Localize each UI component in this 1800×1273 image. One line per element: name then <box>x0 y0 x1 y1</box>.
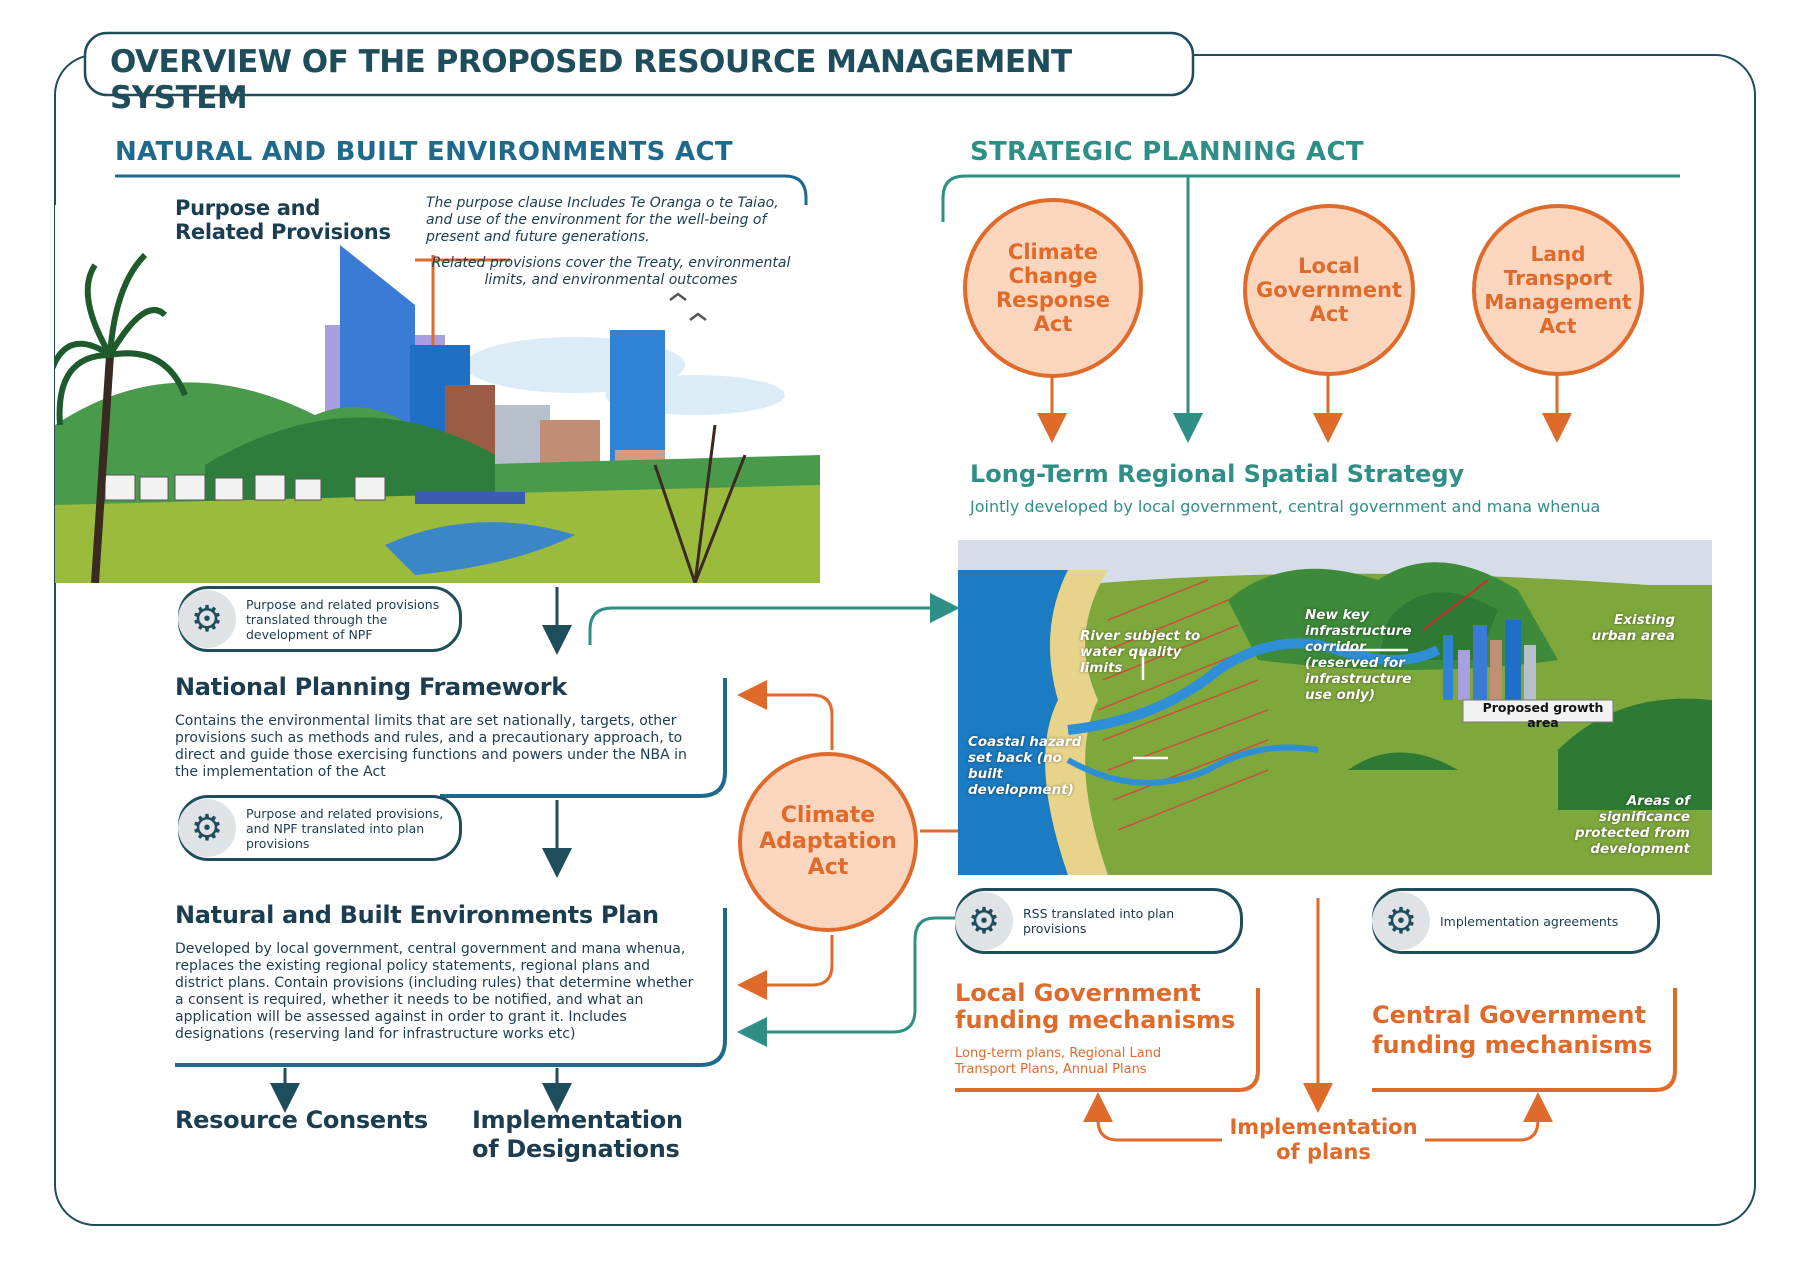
circle-line: Adaptation <box>759 829 897 854</box>
nba-underline <box>115 174 808 222</box>
rss-translated-pill-text: RSS translated into plan provisions <box>1023 906 1175 936</box>
circle-line: Land <box>1530 242 1586 266</box>
climate-change-response-act-circle: Climate Change Response Act <box>963 198 1143 378</box>
implementation-of-plans-line2: of plans <box>1276 1140 1371 1164</box>
city-landscape-illustration <box>55 205 820 583</box>
circle-line: Act <box>807 855 849 880</box>
purpose-text: The purpose clause Includes Te Oranga o … <box>426 195 779 245</box>
npf-text: Contains the environmental limits that a… <box>175 713 687 780</box>
circle-line: Climate <box>1007 240 1099 264</box>
rss-translated-pill: ⚙ RSS translated into plan provisions <box>955 888 1243 954</box>
map-label-coastal: Coastal hazard set back (no built develo… <box>968 734 1082 798</box>
gear-icon: ⚙ <box>178 590 236 648</box>
plan-provisions-pill: ⚙ Purpose and related provisions, and NP… <box>178 795 462 861</box>
circle-line: Local <box>1298 254 1360 278</box>
cg-funding-line1: Central Government <box>1372 1001 1646 1029</box>
gear-icon: ⚙ <box>1372 892 1430 950</box>
cg-funding-title: Central Government funding mechanisms <box>1372 1000 1652 1060</box>
lg-funding-line1: Local Government <box>955 979 1201 1007</box>
climate-adaptation-act-circle: Climate Adaptation Act <box>738 752 918 932</box>
lg-funding-text: Long-term plans, Regional Land Transport… <box>955 1046 1162 1077</box>
circle-line: Climate <box>780 803 876 828</box>
circle-line: Act <box>1309 302 1349 326</box>
circle-line: Government <box>1255 278 1402 302</box>
cg-funding-line2: funding mechanisms <box>1372 1031 1653 1059</box>
purpose-title: Purpose and Related Provisions <box>175 196 391 244</box>
purpose-title-line2: Related Provisions <box>175 220 391 244</box>
local-government-act-circle: Local Government Act <box>1243 204 1415 376</box>
gear-icon: ⚙ <box>955 892 1013 950</box>
rss-subtitle: Jointly developed by local government, c… <box>970 497 1601 516</box>
land-transport-management-act-circle: Land Transport Management Act <box>1472 204 1644 376</box>
nbep-title: Natural and Built Environments Plan <box>175 901 659 929</box>
rss-title: Long-Term Regional Spatial Strategy <box>970 460 1465 488</box>
spa-bracket <box>941 174 1680 222</box>
circle-line: Transport <box>1503 266 1613 290</box>
nbep-bracket <box>175 908 727 1067</box>
plan-provisions-pill-text: Purpose and related provisions, and NPF … <box>246 805 444 851</box>
map-label-significance: Areas of significance protected from dev… <box>1574 793 1690 857</box>
npf-translation-pill-text: Purpose and related provisions translate… <box>246 596 440 642</box>
title-box <box>83 31 1195 97</box>
map-label-urban: Existing urban area <box>1591 612 1675 644</box>
page-title: OVERVIEW OF THE PROPOSED RESOURCE MANAGE… <box>110 44 1072 116</box>
nba-heading: NATURAL AND BUILT ENVIRONMENTS ACT <box>115 137 733 167</box>
map-label-river: River subject to water quality limits <box>1080 628 1201 676</box>
implementation-of-plans-label: Implementation of plans <box>1222 1115 1425 1165</box>
implementation-of-plans-line1: Implementation <box>1229 1115 1418 1139</box>
implementation-designations-line1: Implementation <box>472 1106 683 1134</box>
npf-translation-pill: ⚙ Purpose and related provisions transla… <box>178 586 462 652</box>
resource-consents-label: Resource Consents <box>175 1106 428 1134</box>
implementation-agreements-pill: ⚙ Implementation agreements <box>1372 888 1660 954</box>
related-provisions-text: Related provisions cover the Treaty, env… <box>431 255 791 288</box>
npf-bracket <box>440 678 727 798</box>
circle-line: Management <box>1484 290 1632 314</box>
map-label-corridor: New key infrastructure corridor (reserve… <box>1305 607 1412 703</box>
implementation-designations-line2: of Designations <box>472 1135 680 1163</box>
circle-line: Response <box>995 288 1111 312</box>
map-label-growth: Proposed growth area <box>1482 700 1604 730</box>
purpose-title-line1: Purpose and <box>175 196 321 220</box>
circle-line: Change <box>1008 264 1098 288</box>
spa-heading: STRATEGIC PLANNING ACT <box>970 137 1364 167</box>
circle-line: Act <box>1539 314 1577 338</box>
lg-funding-title: Local Government funding mechanisms <box>955 980 1235 1034</box>
implementation-agreements-pill-text: Implementation agreements <box>1440 913 1619 929</box>
implementation-designations-label: Implementation of Designations <box>472 1106 683 1164</box>
regional-spatial-map-illustration <box>958 540 1712 875</box>
lg-funding-line2: funding mechanisms <box>955 1006 1236 1034</box>
npf-title: National Planning Framework <box>175 673 567 701</box>
nbep-text: Developed by local government, central g… <box>175 941 694 1042</box>
gear-icon: ⚙ <box>178 799 236 857</box>
circle-line: Act <box>1033 312 1073 336</box>
